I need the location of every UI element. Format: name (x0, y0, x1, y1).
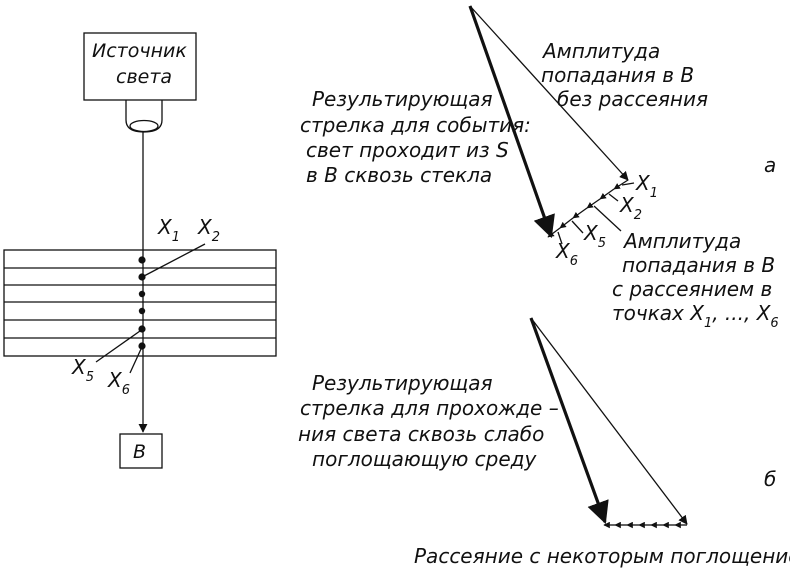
label-amp-scatter-3: с рассеянием в (612, 277, 772, 301)
scatter-point-x4 (138, 307, 146, 315)
leader-a-x5 (571, 220, 584, 234)
scatter-point-x3 (138, 290, 146, 298)
scatter-points (138, 256, 146, 350)
arrow-no-scatter-b (530, 317, 688, 525)
left-point-labels: X1 X2 X5 X6 (71, 215, 220, 398)
glass-plates (3, 249, 277, 357)
leader-x5 (95, 330, 141, 363)
leader-a-scatter (593, 205, 622, 232)
label-resultant-b-4: поглощающую среду (312, 447, 537, 471)
label-resultant-a-1: Результирующая (312, 87, 493, 111)
scatter-point-x2 (138, 273, 146, 281)
label-amp-no-scatter-3: без рассеяния (557, 87, 708, 111)
label-resultant-a-4: в B сквозь стекла (306, 163, 492, 187)
a-label-x6: X6 (555, 239, 578, 269)
left-label-x2: X2 (197, 215, 220, 245)
leader-a-x2 (608, 193, 619, 202)
arrow-resultant-a (468, 5, 555, 239)
label-resultant-b-1: Результирующая (312, 371, 493, 395)
scatter-point-x6 (138, 342, 146, 350)
scatter-point-x1 (138, 256, 146, 264)
label-resultant-a-2: стрелка для события: (300, 113, 531, 137)
a-label-x1: X1 (635, 171, 658, 201)
detector-b: B (119, 433, 163, 469)
left-label-x1: X1 (157, 215, 180, 245)
leader-a-x1 (621, 182, 635, 186)
label-amp-no-scatter-1: Амплитуда (541, 39, 660, 63)
label-amp-scatter-4: точках X1, ..., X6 (612, 301, 779, 331)
label-resultant-a-3: свет проходит из S (306, 138, 509, 162)
tag-b: б (764, 467, 776, 491)
tag-a: а (764, 153, 776, 177)
label-amp-scatter-1: Амплитуда (622, 229, 741, 253)
a-label-x5: X5 (583, 221, 606, 251)
label-amp-scatter-2: попадания в B (622, 253, 775, 277)
detector-label: B (133, 441, 146, 463)
light-source: Источник света (83, 32, 197, 133)
scatter-arrows-chain-a (547, 179, 629, 238)
leader-a-x6 (557, 231, 563, 245)
arrow-no-scatter (469, 5, 629, 181)
leader-x6 (129, 348, 142, 374)
left-label-x5: X5 (71, 355, 94, 385)
arrow-diagram-a (468, 5, 635, 245)
caption-scatter-absorption: Рассеяние с некоторым поглощением (414, 544, 790, 568)
label-amp-no-scatter-2: попадания в B (541, 63, 694, 87)
leader-x2 (143, 243, 206, 277)
left-label-x6: X6 (107, 368, 130, 398)
source-label-line2: света (116, 66, 172, 88)
label-resultant-b-3: ния света сквозь слабо (298, 422, 544, 446)
arrow-resultant-b (529, 317, 609, 525)
a-label-x2: X2 (619, 193, 642, 223)
arrow-diagram-b (529, 317, 688, 529)
source-label-line1: Источник (92, 40, 187, 62)
scatter-point-x5 (138, 325, 146, 333)
label-resultant-b-2: стрелка для прохожде – (300, 396, 559, 420)
